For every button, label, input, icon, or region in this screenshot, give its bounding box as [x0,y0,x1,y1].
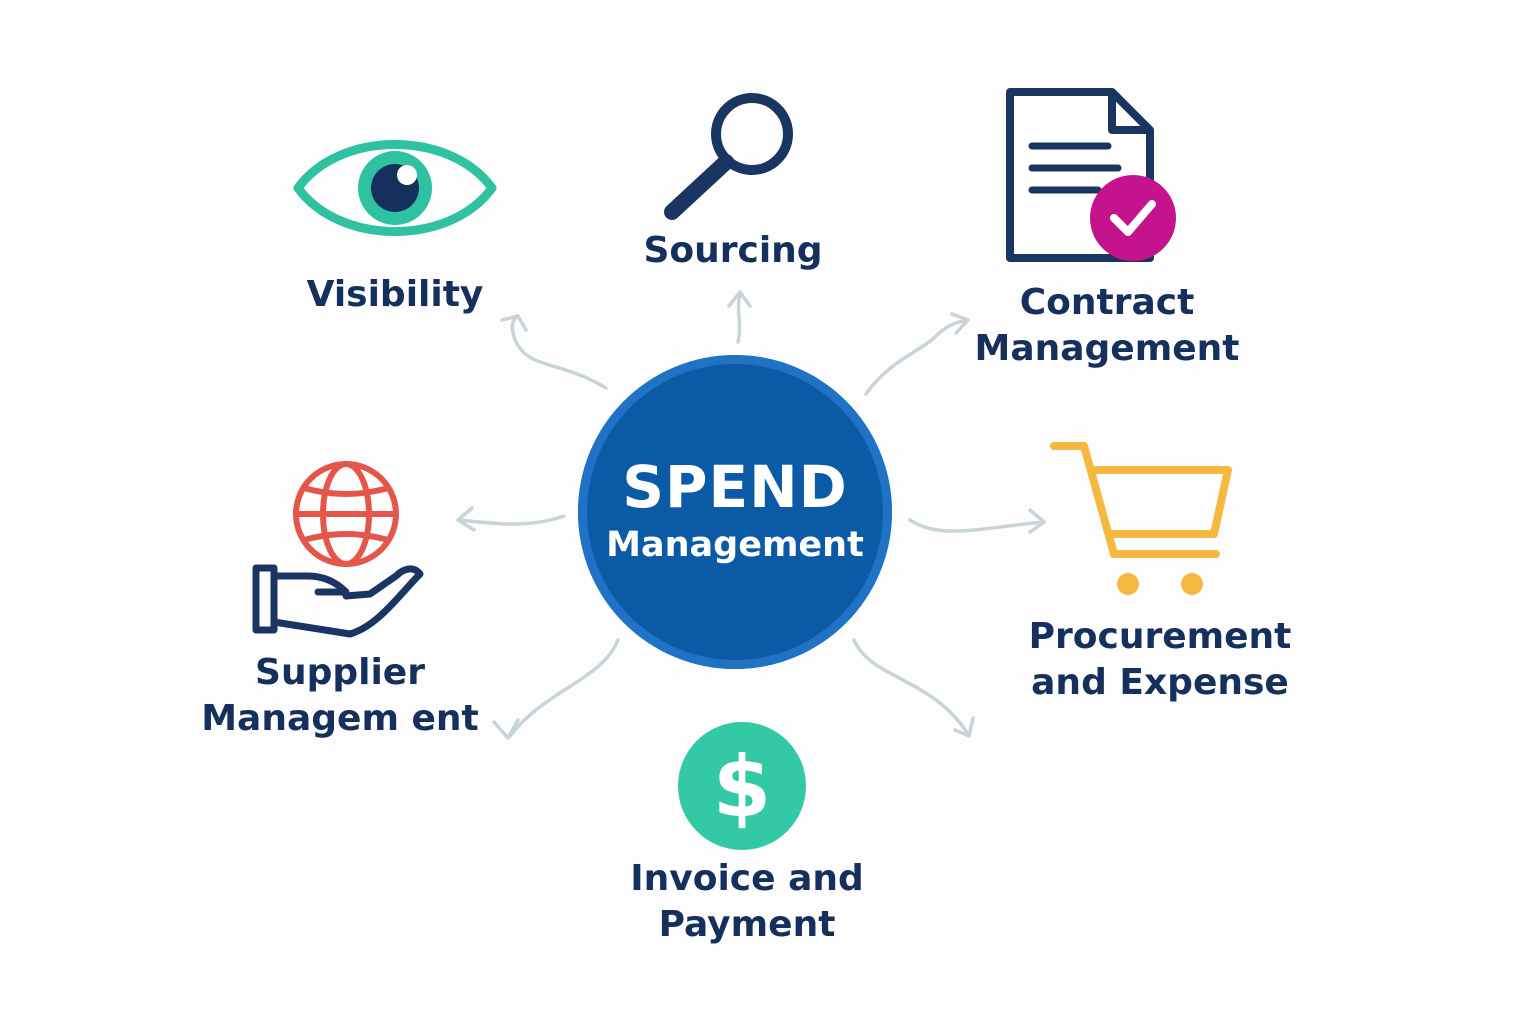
node-label-sourcing: Sourcing [643,230,823,271]
svg-text:$: $ [713,738,771,836]
hub-subtitle: Management [606,525,864,565]
shopping-cart-icon [1050,442,1232,595]
globe-hand-icon [252,461,424,638]
node-label-supplier: Supplier Managem ent [201,652,479,739]
arrow-to-visibility [500,314,608,390]
arrow-to-supplier-lower [492,638,620,740]
node-label-invoice: Invoice and Payment [630,858,864,945]
dollar-icon: $ [678,722,806,850]
document-check-icon [1006,88,1176,262]
arrow-to-supplier [456,506,566,532]
magnifier-icon [664,93,793,220]
hub-title: SPEND [622,453,848,521]
eye-icon [293,140,497,236]
arrow-to-contract [864,312,970,396]
arrow-to-sourcing [727,290,752,344]
spend-management-hub: SPEND Management [578,355,892,669]
node-label-contract: Contract Management [974,282,1240,369]
arrow-to-procurement-lower [852,638,975,738]
arrow-to-procurement [908,508,1046,534]
node-label-procurement: Procurement and Expense [1028,616,1292,703]
node-label-visibility: Visibility [306,274,484,315]
